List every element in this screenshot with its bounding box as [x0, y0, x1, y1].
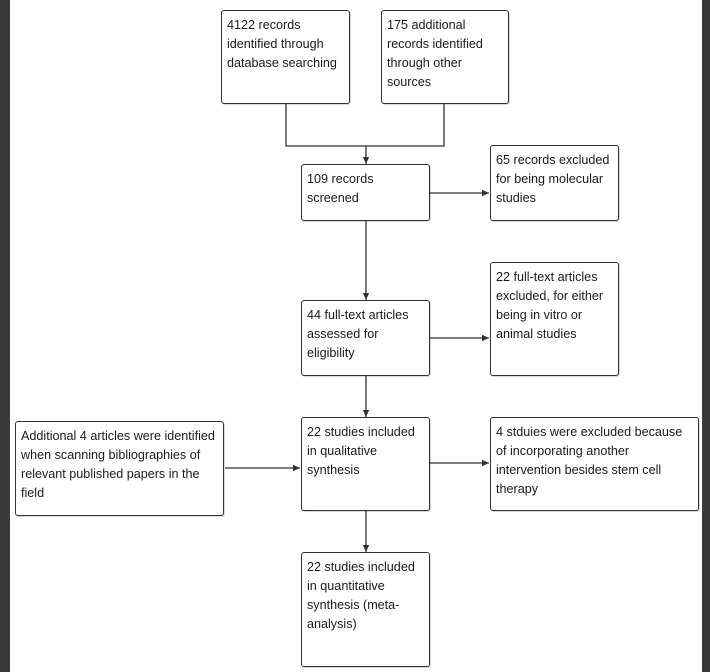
merge-line-right [366, 104, 445, 147]
node-excluded-molecular: 65 records excluded for being molecular … [490, 145, 619, 221]
node-additional-articles: Additional 4 articles were identified wh… [15, 421, 224, 516]
node-database-records: 4122 records identified through database… [221, 10, 350, 104]
node-records-screened: 109 records screened [301, 164, 430, 221]
merge-line-left [285, 104, 366, 147]
node-fulltext-excluded: 22 full-text articles excluded, for eith… [490, 262, 619, 376]
node-fulltext-assessed: 44 full-text articles assessed for eligi… [301, 300, 430, 376]
node-other-sources: 175 additional records identified throug… [381, 10, 509, 104]
flowchart-canvas: 4122 records identified through database… [10, 0, 702, 672]
connector-lines [225, 104, 489, 552]
node-excluded-intervention: 4 stduies were excluded because of incor… [490, 417, 699, 511]
node-qualitative-synthesis: 22 studies included in qualitative synth… [301, 417, 430, 511]
node-quantitative-synthesis: 22 studies included in quantitative synt… [301, 552, 430, 667]
